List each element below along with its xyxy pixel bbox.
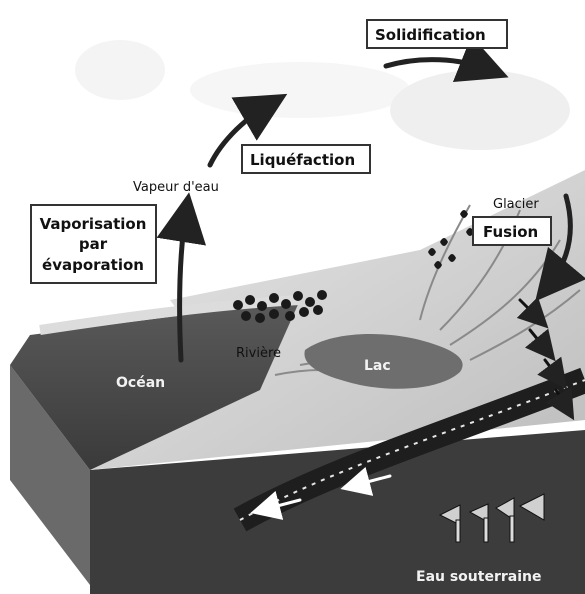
solidification-arrow — [386, 60, 490, 70]
sky-background — [75, 40, 570, 150]
riviere-label: Rivière — [236, 346, 281, 361]
ocean-label: Océan — [116, 375, 165, 391]
vaporisation-label-line3: évaporation — [42, 256, 144, 274]
vaporisation-label-line2: par — [79, 235, 108, 253]
vaporisation-label-line1: Vaporisation — [40, 215, 147, 233]
vapeur-label: Vapeur d'eau — [133, 180, 219, 195]
fusion-label: Fusion — [483, 223, 538, 241]
solidification-label-box: Solidification — [367, 20, 507, 48]
eau-souterraine-label: Eau souterraine — [416, 569, 541, 585]
lac-label: Lac — [364, 358, 391, 374]
glacier-label: Glacier — [493, 197, 539, 212]
fusion-label-box: Fusion — [473, 217, 551, 245]
solidification-label: Solidification — [375, 26, 486, 44]
liquefaction-label-box: Liquéfaction — [242, 145, 370, 173]
liquefaction-label: Liquéfaction — [250, 151, 355, 169]
vaporisation-label-box: Vaporisation par évaporation — [31, 205, 156, 283]
